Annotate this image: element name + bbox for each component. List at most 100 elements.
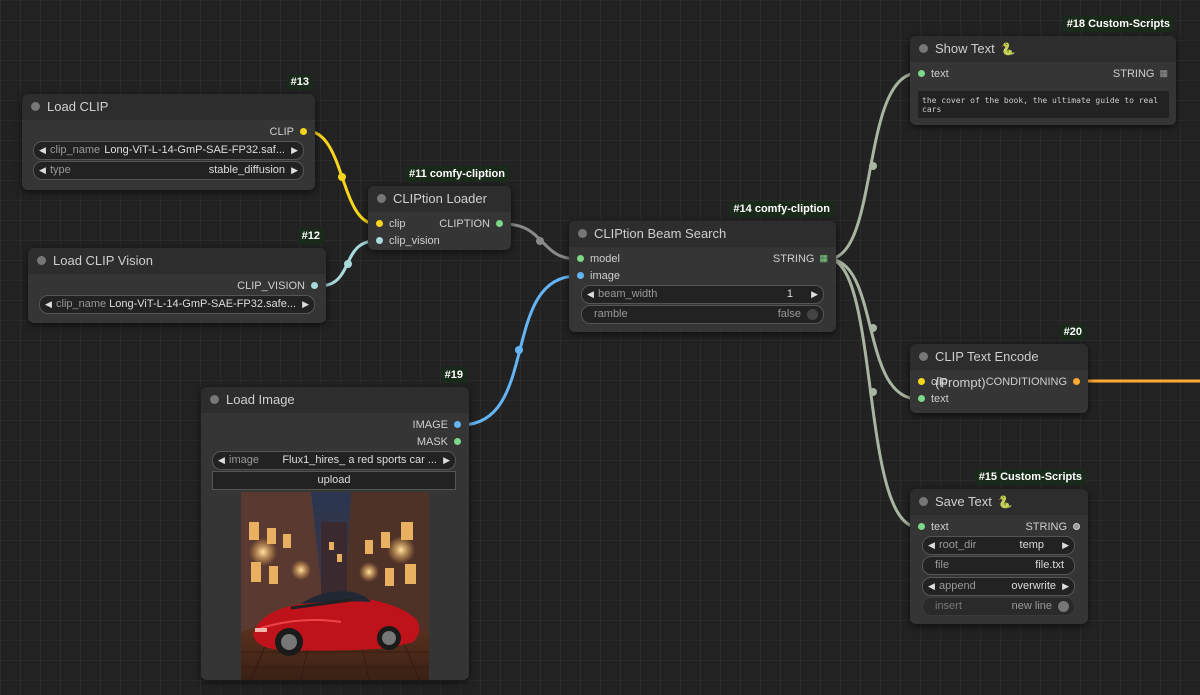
- slot-dot-icon[interactable]: [376, 219, 383, 227]
- node-title[interactable]: Load CLIP: [22, 94, 315, 120]
- text-display[interactable]: the cover of the book, the ultimate guid…: [918, 91, 1169, 118]
- combo-type[interactable]: ◀ type stable_diffusion ▶: [33, 161, 304, 180]
- slot-dot-icon[interactable]: [454, 437, 461, 445]
- slot-dot-icon[interactable]: [496, 219, 503, 227]
- input-slot-text[interactable]: text: [918, 67, 949, 81]
- output-slot-clip-vision[interactable]: CLIP_VISION: [237, 279, 318, 293]
- slot-label: MASK: [416, 436, 448, 448]
- combo-append[interactable]: ◀ append overwrite ▶: [922, 577, 1075, 596]
- output-slot-string[interactable]: STRING: [1025, 520, 1080, 534]
- widget-label: append: [939, 580, 976, 592]
- collapse-dot-icon[interactable]: [919, 497, 928, 506]
- node-save-text[interactable]: #15 Custom-Scripts Save Text🐍 text STRIN…: [910, 469, 1088, 624]
- combo-root-dir[interactable]: ◀ root_dir temp ▶: [922, 536, 1075, 555]
- node-title[interactable]: Load CLIP Vision: [28, 248, 326, 274]
- slot-dot-icon[interactable]: [918, 69, 925, 77]
- arrow-right-icon[interactable]: ▶: [811, 289, 818, 299]
- node-show-text[interactable]: #18 Custom-Scripts Show Text🐍 text STRIN…: [910, 16, 1176, 125]
- node-title-label: Show Text: [935, 41, 995, 56]
- output-slot-image[interactable]: IMAGE: [413, 418, 461, 432]
- node-load-clip[interactable]: #13 Load CLIP CLIP ◀ clip_name Long-ViT-…: [22, 74, 315, 190]
- arrow-right-icon[interactable]: ▶: [291, 145, 298, 155]
- snake-icon: 🐍: [997, 495, 1013, 509]
- output-slot-clip[interactable]: CLIP: [270, 125, 307, 139]
- slot-label: clip_vision: [389, 235, 440, 247]
- combo-image[interactable]: ◀ image Flux1_hires_ a red sports car ..…: [212, 451, 456, 470]
- toggle-knob-icon[interactable]: [1058, 601, 1069, 612]
- arrow-right-icon[interactable]: ▶: [302, 299, 309, 309]
- collapse-dot-icon[interactable]: [210, 395, 219, 404]
- node-clip-text-encode[interactable]: #20 CLIP Text Encode (Prompt) clip text …: [910, 324, 1088, 413]
- input-slot-clip[interactable]: clip: [918, 375, 948, 389]
- link-clip: [305, 129, 378, 226]
- toggle-knob-icon[interactable]: [807, 309, 818, 320]
- slot-dot-icon[interactable]: [1073, 522, 1080, 530]
- slot-dot-icon[interactable]: [918, 522, 925, 530]
- slot-dot-icon[interactable]: [577, 254, 584, 262]
- node-title[interactable]: CLIP Text Encode (Prompt): [910, 344, 1088, 390]
- arrow-right-icon[interactable]: ▶: [291, 165, 298, 175]
- input-slot-image[interactable]: image: [577, 269, 620, 283]
- node-title[interactable]: Load Image: [201, 387, 469, 413]
- arrow-left-icon[interactable]: ◀: [928, 540, 935, 550]
- output-slot-cliption[interactable]: CLIPTION: [439, 217, 503, 231]
- node-id-badge: #14 comfy-cliption: [729, 201, 834, 217]
- input-slot-text[interactable]: text: [918, 392, 949, 406]
- arrow-right-icon[interactable]: ▶: [1062, 581, 1069, 591]
- collapse-dot-icon[interactable]: [919, 44, 928, 53]
- collapse-dot-icon[interactable]: [578, 229, 587, 238]
- widget-value: false: [777, 308, 801, 320]
- node-cliption-beam-search[interactable]: #14 comfy-cliption CLIPtion Beam Search …: [569, 201, 836, 332]
- text-file[interactable]: file file.txt: [922, 556, 1075, 575]
- node-title[interactable]: CLIPtion Beam Search: [569, 221, 836, 247]
- arrow-right-icon[interactable]: ▶: [1062, 540, 1069, 550]
- slot-dot-icon[interactable]: [918, 377, 925, 385]
- node-load-image[interactable]: #19 Load Image IMAGE MASK ◀ image Flux1_…: [201, 367, 469, 680]
- arrow-left-icon[interactable]: ◀: [39, 165, 46, 175]
- collapse-dot-icon[interactable]: [31, 102, 40, 111]
- node-title[interactable]: Show Text🐍: [910, 36, 1176, 62]
- slot-dot-icon[interactable]: [454, 420, 461, 428]
- grid-dot-icon[interactable]: ▦: [1159, 68, 1168, 78]
- arrow-left-icon[interactable]: ◀: [39, 145, 46, 155]
- slot-dot-icon[interactable]: [376, 236, 383, 244]
- arrow-left-icon[interactable]: ◀: [218, 455, 225, 465]
- node-cliption-loader[interactable]: #11 comfy-cliption CLIPtion Loader clip …: [368, 166, 511, 250]
- slot-dot-icon[interactable]: [918, 394, 925, 402]
- collapse-dot-icon[interactable]: [37, 256, 46, 265]
- toggle-insert[interactable]: insert new line: [922, 597, 1075, 616]
- input-slot-model[interactable]: model: [577, 252, 620, 266]
- output-slot-string[interactable]: STRING▦: [1113, 67, 1168, 81]
- slot-dot-icon[interactable]: [300, 127, 307, 135]
- output-slot-mask[interactable]: MASK: [417, 435, 461, 449]
- upload-button[interactable]: upload: [212, 471, 456, 490]
- arrow-right-icon[interactable]: ▶: [443, 455, 450, 465]
- collapse-dot-icon[interactable]: [377, 194, 386, 203]
- arrow-left-icon[interactable]: ◀: [45, 299, 52, 309]
- output-slot-string[interactable]: STRING ▦: [773, 252, 828, 266]
- slot-label: STRING: [772, 253, 815, 265]
- slot-label: CONDITIONING: [985, 376, 1067, 388]
- link-image: [459, 274, 579, 427]
- slot-dot-icon[interactable]: [577, 271, 584, 279]
- input-slot-clip-vision[interactable]: clip_vision: [376, 234, 440, 248]
- widget-value: Long-ViT-L-14-GmP-SAE-FP32.safe...: [109, 298, 296, 310]
- collapse-dot-icon[interactable]: [919, 352, 928, 361]
- node-title[interactable]: CLIPtion Loader: [368, 186, 511, 212]
- grid-dot-icon[interactable]: ▦: [819, 253, 828, 263]
- number-beam-width[interactable]: ◀ beam_width 1 ▶: [581, 285, 824, 304]
- input-slot-text[interactable]: text: [918, 520, 949, 534]
- arrow-left-icon[interactable]: ◀: [928, 581, 935, 591]
- link-midpoint: [344, 260, 352, 268]
- toggle-ramble[interactable]: ramble false: [581, 305, 824, 324]
- slot-dot-icon[interactable]: [311, 281, 318, 289]
- slot-dot-icon[interactable]: [1073, 377, 1080, 385]
- node-title[interactable]: Save Text🐍: [910, 489, 1088, 515]
- input-slot-clip[interactable]: clip: [376, 217, 406, 231]
- node-load-clip-vision[interactable]: #12 Load CLIP Vision CLIP_VISION ◀ clip_…: [28, 228, 326, 323]
- link-midpoint: [869, 324, 877, 332]
- combo-clip-name[interactable]: ◀ clip_name Long-ViT-L-14-GmP-SAE-FP32.s…: [39, 295, 315, 314]
- arrow-left-icon[interactable]: ◀: [587, 289, 594, 299]
- combo-clip-name[interactable]: ◀ clip_name Long-ViT-L-14-GmP-SAE-FP32.s…: [33, 141, 304, 160]
- output-slot-conditioning[interactable]: CONDITIONING: [986, 375, 1080, 389]
